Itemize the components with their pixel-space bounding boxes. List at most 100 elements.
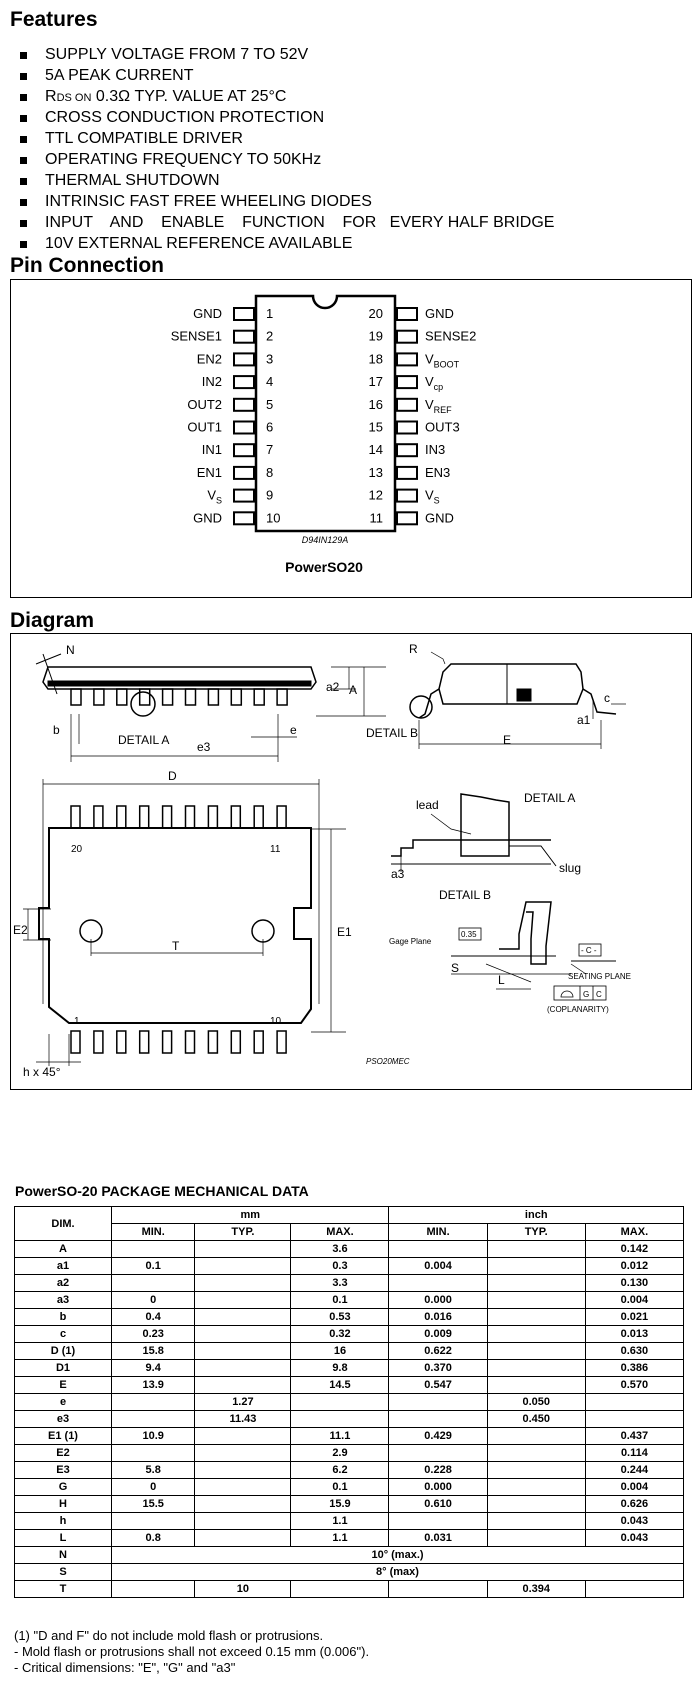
cell-dim: H bbox=[14, 1495, 112, 1513]
label-detail-b-title: DETAIL B bbox=[439, 888, 491, 902]
label-E: E bbox=[503, 733, 511, 747]
cell-mm-max: 14.5 bbox=[290, 1376, 390, 1394]
cell-inch-typ bbox=[486, 1240, 586, 1258]
header-mm: mm bbox=[110, 1206, 390, 1224]
feature-item: SUPPLY VOLTAGE FROM 7 TO 52V bbox=[14, 44, 554, 65]
feature-item: 10V EXTERNAL REFERENCE AVAILABLE bbox=[14, 233, 554, 254]
cell-mm-max: 0.53 bbox=[290, 1308, 390, 1326]
pin-left-number: 9 bbox=[266, 488, 273, 503]
cell-inch-typ bbox=[486, 1461, 586, 1479]
label-e: e bbox=[290, 723, 297, 737]
pin-right-name: VREF bbox=[425, 397, 452, 415]
side-lead bbox=[93, 688, 105, 706]
side-lead bbox=[253, 688, 265, 706]
pin-right-number: 15 bbox=[369, 420, 383, 435]
bottom-lead bbox=[161, 1030, 173, 1054]
cell-inch-min bbox=[388, 1240, 488, 1258]
pin-left-lead bbox=[233, 420, 255, 435]
cell-mm-typ bbox=[194, 1291, 292, 1309]
cell-dim: e3 bbox=[14, 1410, 112, 1428]
pin-right-name: SENSE2 bbox=[425, 329, 476, 344]
cell-inch-typ bbox=[486, 1376, 586, 1394]
cell-mm-typ bbox=[194, 1529, 292, 1547]
cell-mm-min: 9.4 bbox=[110, 1359, 196, 1377]
cell-mm-max bbox=[290, 1580, 390, 1598]
pin-left-number: 1 bbox=[266, 306, 273, 321]
header-inch-max: MAX. bbox=[584, 1223, 685, 1241]
ic-body bbox=[254, 294, 397, 533]
cell-inch-typ: 0.394 bbox=[486, 1580, 586, 1598]
pin-left-name: GND bbox=[193, 306, 222, 321]
mechanical-data-title: PowerSO-20 PACKAGE MECHANICAL DATA bbox=[15, 1183, 309, 1199]
label-c2: C bbox=[596, 990, 602, 999]
cell-inch-max: 0.626 bbox=[584, 1495, 685, 1513]
cell-inch-typ bbox=[486, 1291, 586, 1309]
cell-inch-max: 0.570 bbox=[584, 1376, 685, 1394]
top-lead bbox=[161, 805, 173, 829]
feature-item: INTRINSIC FAST FREE WHEELING DIODES bbox=[14, 191, 554, 212]
cell-inch-min: 0.000 bbox=[388, 1478, 488, 1496]
header-mm-typ: TYP. bbox=[194, 1223, 292, 1241]
cell-mm-max: 3.6 bbox=[290, 1240, 390, 1258]
cell-inch-min: 0.547 bbox=[388, 1376, 488, 1394]
label-r: R bbox=[409, 642, 418, 656]
cell-mm-min: 0.8 bbox=[110, 1529, 196, 1547]
cell-mm-min: 0.1 bbox=[110, 1257, 196, 1275]
label-c: c bbox=[604, 691, 610, 705]
bottom-lead bbox=[138, 1030, 150, 1054]
label-a2: a2 bbox=[326, 680, 340, 694]
cell-inch-typ bbox=[486, 1478, 586, 1496]
feature-item: CROSS CONDUCTION PROTECTION bbox=[14, 107, 554, 128]
label-slug: slug bbox=[559, 861, 581, 875]
label-detail-a: DETAIL A bbox=[118, 733, 169, 747]
cell-mm-min bbox=[110, 1393, 196, 1411]
cell-inch-min: 0.228 bbox=[388, 1461, 488, 1479]
table-notes: (1) "D and F" do not include mold flash … bbox=[14, 1628, 369, 1676]
feature-item: INPUT AND ENABLE FUNCTION FOR EVERY HALF… bbox=[14, 212, 554, 233]
cell-inch-max bbox=[584, 1393, 685, 1411]
pin-right-number: 19 bbox=[369, 329, 383, 344]
detail-b-view bbox=[451, 901, 616, 1001]
label-pin1: 1 bbox=[74, 1016, 80, 1027]
cell-inch-typ bbox=[486, 1444, 586, 1462]
header-inch-typ: TYP. bbox=[486, 1223, 586, 1241]
pin-left-number: 7 bbox=[266, 442, 273, 457]
cell-inch-min bbox=[388, 1512, 488, 1530]
features-list: SUPPLY VOLTAGE FROM 7 TO 52V 5A PEAK CUR… bbox=[14, 44, 554, 254]
cell-dim: S bbox=[14, 1563, 112, 1581]
cell-inch-min: 0.031 bbox=[388, 1529, 488, 1547]
rds-r: R bbox=[45, 88, 57, 105]
cell-inch-typ bbox=[486, 1512, 586, 1530]
pin-right-name: VBOOT bbox=[425, 351, 460, 369]
rds-rest: 0.3Ω TYP. VALUE AT 25°C bbox=[91, 88, 287, 105]
label-detail-a-title: DETAIL A bbox=[524, 791, 575, 805]
label-detail-b: DETAIL B bbox=[366, 726, 418, 740]
cell-inch-max: 0.043 bbox=[584, 1529, 685, 1547]
cell-dim: D (1) bbox=[14, 1342, 112, 1360]
label-pin10: 10 bbox=[270, 1016, 282, 1027]
cell-span: 8° (max) bbox=[111, 1563, 684, 1581]
top-lead bbox=[276, 805, 287, 829]
note: (1) "D and F" do not include mold flash … bbox=[14, 1628, 324, 1643]
cell-inch-min: 0.610 bbox=[388, 1495, 488, 1513]
cell-inch-max: 0.004 bbox=[584, 1478, 685, 1496]
cell-inch-max: 0.142 bbox=[584, 1240, 685, 1258]
side-lead bbox=[230, 688, 243, 706]
feature-item: THERMAL SHUTDOWN bbox=[14, 170, 554, 191]
pin-left-number: 6 bbox=[266, 420, 273, 435]
cell-inch-max bbox=[584, 1580, 685, 1598]
pin-left-number: 5 bbox=[266, 397, 273, 412]
pin-left-name: OUT1 bbox=[187, 420, 222, 435]
top-lead bbox=[116, 805, 127, 829]
header-mm-max: MAX. bbox=[290, 1223, 390, 1241]
cell-mm-max: 11.1 bbox=[290, 1427, 390, 1445]
bottom-lead bbox=[207, 1030, 219, 1054]
label-a3: a3 bbox=[391, 867, 405, 881]
